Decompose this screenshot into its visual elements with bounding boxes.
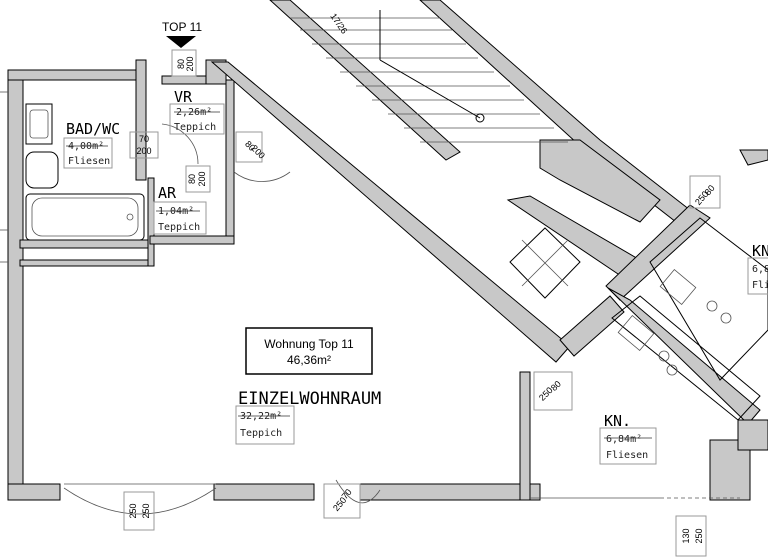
unit-marker: TOP 11 [162, 20, 202, 48]
walls [7, 0, 768, 501]
room-kn-lower-area: 6,84m² [606, 434, 642, 445]
room-kn-right: KN 6,8 Flies [747, 242, 768, 295]
apartment-summary-box: Wohnung Top 11 46,36m² [245, 327, 373, 375]
room-kn-lower-floor: Fliesen [606, 450, 648, 461]
apartment-summary-title: Wohnung Top 11 [264, 337, 354, 351]
top-door-height: 200 [185, 56, 195, 71]
bath-door-width: 70 [139, 134, 149, 144]
room-kn-right-floor: Flies [752, 280, 768, 291]
room-ar: AR 1,04m² Teppich [153, 184, 207, 235]
room-bad-wc: BAD/WC 4,00m² Fliesen [63, 120, 120, 169]
bathroom-fixtures [25, 103, 145, 241]
room-einzelwohnraum-name: EINZELWOHNRAUM [238, 389, 381, 409]
stair-treads [290, 10, 568, 143]
room-bad-wc-name: BAD/WC [66, 120, 120, 138]
room-vr-name: VR [174, 88, 193, 106]
room-kn-lower: KN. 6,84m² Fliesen [599, 412, 657, 465]
room-einzelwohnraum-area: 32,22m² [240, 411, 282, 422]
room-kn-right-name: KN [752, 242, 768, 260]
stair-label: 17/26 [328, 11, 349, 35]
elevator-shaft [509, 227, 581, 299]
room-vr: VR 2,26m² Teppich [169, 88, 225, 135]
room-ar-floor: Teppich [158, 222, 200, 233]
door-swings [63, 123, 381, 515]
window-left-width: 250 [128, 503, 138, 518]
room-kn-lower-name: KN. [604, 412, 631, 430]
window-right-height: 250 [694, 528, 704, 543]
bath-door-height: 200 [136, 146, 151, 156]
kn-right-door-width: 80 [703, 183, 717, 197]
room-vr-area: 2,26m² [176, 107, 212, 118]
kitchen-lower [611, 295, 761, 421]
room-einzelwohnraum: EINZELWOHNRAUM 32,22m² Teppich [235, 389, 381, 445]
room-vr-floor: Teppich [174, 122, 216, 133]
ar-door-height: 200 [197, 171, 207, 186]
unit-marker-arrow [166, 36, 196, 48]
interior-lines [0, 91, 740, 499]
window-left-height: 250 [141, 503, 151, 518]
room-einzelwohnraum-floor: Teppich [240, 428, 282, 439]
top-door-width: 80 [176, 59, 186, 69]
window-right-width: 130 [681, 528, 691, 543]
room-kn-right-area: 6,8 [752, 264, 768, 275]
room-bad-wc-area: 4,00m² [68, 141, 104, 152]
room-ar-area: 1,04m² [158, 206, 194, 217]
apartment-summary-area: 46,36m² [287, 353, 331, 367]
window-center-width: 70 [340, 487, 354, 501]
kitchen-right [649, 217, 768, 381]
room-bad-wc-floor: Fliesen [68, 156, 110, 167]
ar-door-width: 80 [187, 174, 197, 184]
unit-marker-label: TOP 11 [162, 20, 202, 34]
room-ar-name: AR [158, 184, 177, 202]
